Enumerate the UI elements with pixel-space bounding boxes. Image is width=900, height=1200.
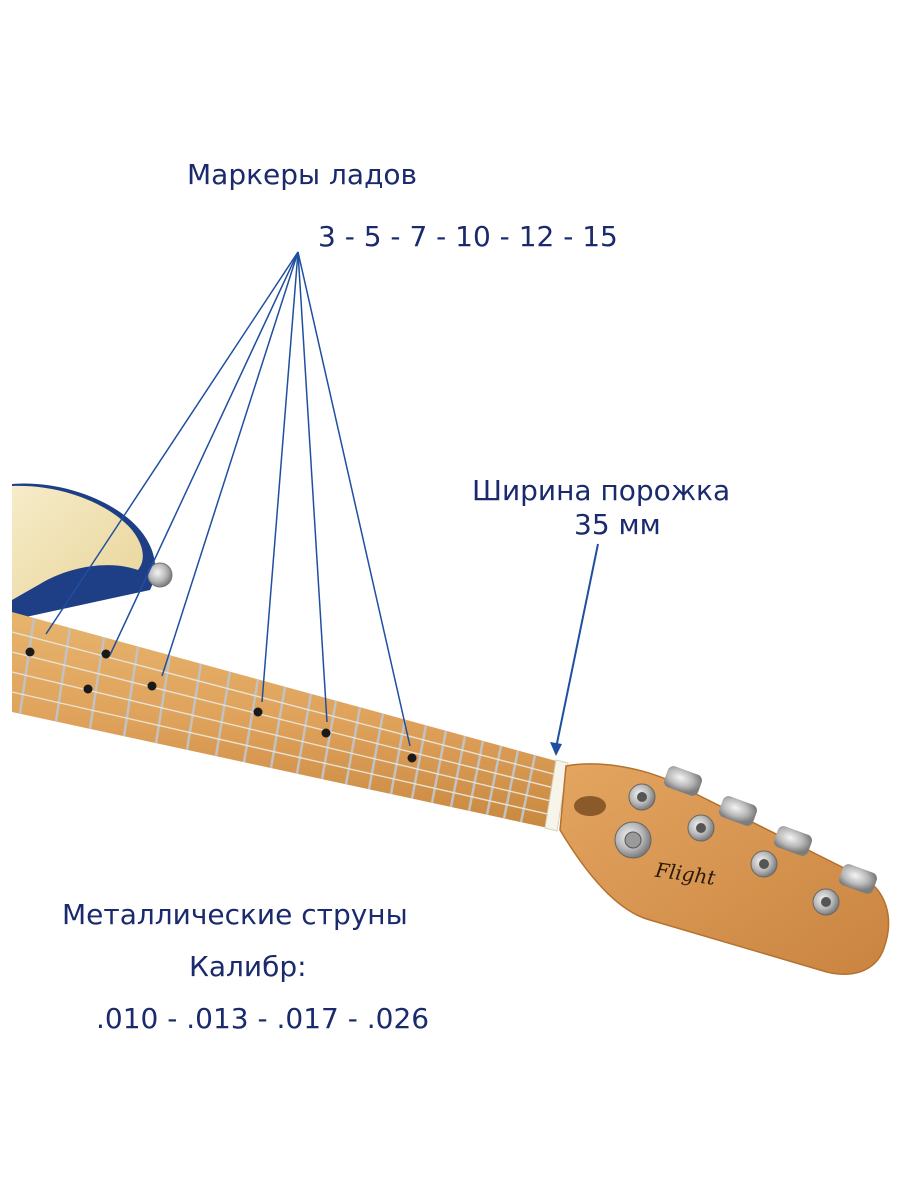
fret-wire — [430, 730, 448, 804]
fret-wire — [320, 700, 338, 780]
fret-wire — [519, 754, 537, 823]
fret-wire — [485, 745, 503, 816]
fret-marker-dot — [147, 681, 157, 691]
nut — [544, 759, 569, 832]
fret-wire — [389, 719, 407, 795]
fret-wire — [449, 735, 467, 808]
fret-wire — [367, 713, 385, 790]
nut-callout-line — [555, 543, 599, 749]
guitar-body — [12, 483, 173, 620]
headstock: Flight — [559, 763, 890, 975]
tuner-pegs — [628, 766, 877, 916]
nut-width-title: Ширина порожка — [472, 474, 731, 507]
fret-marker-dots — [25, 647, 417, 763]
fret-marker-dot — [101, 649, 111, 659]
frets — [18, 617, 537, 823]
nut-callout-arrowhead — [550, 742, 562, 756]
fret-marker-dot — [25, 647, 35, 657]
fret-wire — [467, 740, 485, 812]
fret-wire — [18, 617, 36, 714]
fret-wire — [88, 636, 106, 730]
string-tree — [614, 821, 652, 859]
fret-marker-dot — [83, 684, 93, 694]
truss-rod-cover — [574, 796, 606, 816]
string-line — [11, 671, 557, 803]
fret-marker-dot — [321, 728, 331, 738]
fret-wire — [410, 725, 428, 799]
string-gauge-title: Калибр: — [189, 950, 307, 983]
fret-wire — [122, 646, 140, 737]
fret-wire — [242, 679, 260, 763]
fret-marker-dot — [407, 753, 417, 763]
fret-wire — [269, 686, 287, 769]
fret-wire — [502, 750, 520, 819]
fret-wire — [214, 671, 232, 757]
fret-marker-dot — [253, 707, 263, 717]
nut-width-value: 35 мм — [574, 508, 661, 541]
fret-markers-list: 3 - 5 - 7 - 10 - 12 - 15 — [318, 220, 618, 253]
fret-wire — [295, 693, 313, 774]
fret-wire — [344, 707, 362, 785]
strings-title: Металлические струны — [62, 898, 408, 931]
string-gauge-values: .010 - .013 - .017 - .026 — [96, 1002, 430, 1035]
string-line — [11, 651, 557, 790]
fret-wire — [54, 627, 72, 722]
fret-wire — [185, 663, 203, 751]
fret-wire — [154, 655, 172, 744]
string-line — [11, 691, 557, 817]
fret-marker-callout-lines — [45, 251, 411, 747]
fret-markers-title: Маркеры ладов — [187, 158, 418, 191]
